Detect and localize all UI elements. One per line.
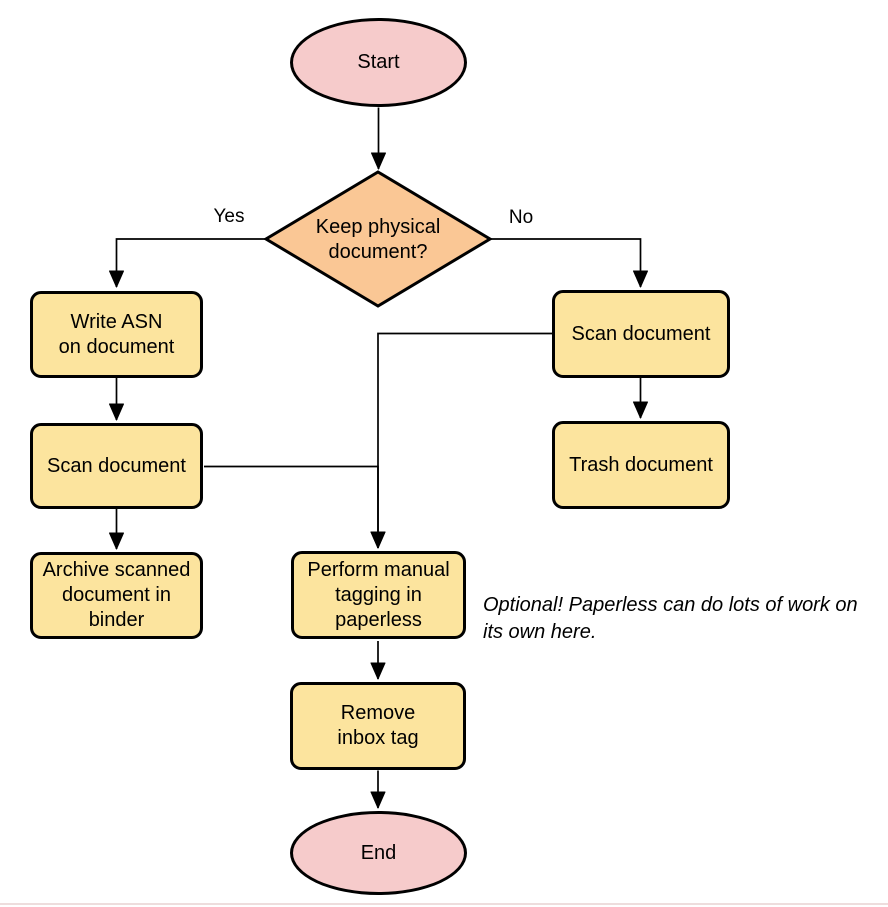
node-scan-document-left: Scan document bbox=[30, 423, 203, 509]
edge-scan-right-to-tagging bbox=[370, 332, 552, 549]
node-decision-label: Keep physical document? bbox=[315, 216, 441, 263]
decision-diamond-shape bbox=[263, 170, 493, 308]
edge-decision-no-to-scan-right bbox=[489, 238, 648, 288]
node-trash-document: Trash document bbox=[552, 421, 730, 509]
edge-label-yes: Yes bbox=[213, 206, 245, 227]
node-end: End bbox=[290, 811, 467, 895]
node-remove-inbox-tag: Remove inbox tag bbox=[290, 682, 466, 770]
node-scan-document-right: Scan document bbox=[552, 290, 730, 378]
edge-label-no: No bbox=[508, 207, 534, 228]
node-start: Start bbox=[290, 18, 467, 107]
annotation-optional-paperless: Optional! Paperless can do lots of work … bbox=[483, 594, 858, 643]
node-manual-tagging: Perform manual tagging in paperless bbox=[291, 551, 466, 639]
bottom-rule bbox=[0, 903, 888, 905]
edge-scan-left-to-tagging bbox=[204, 465, 386, 549]
node-write-asn: Write ASN on document bbox=[30, 291, 203, 378]
node-archive-scanned: Archive scanned document in binder bbox=[30, 552, 203, 639]
edge-decision-yes-to-write-asn bbox=[109, 238, 267, 288]
